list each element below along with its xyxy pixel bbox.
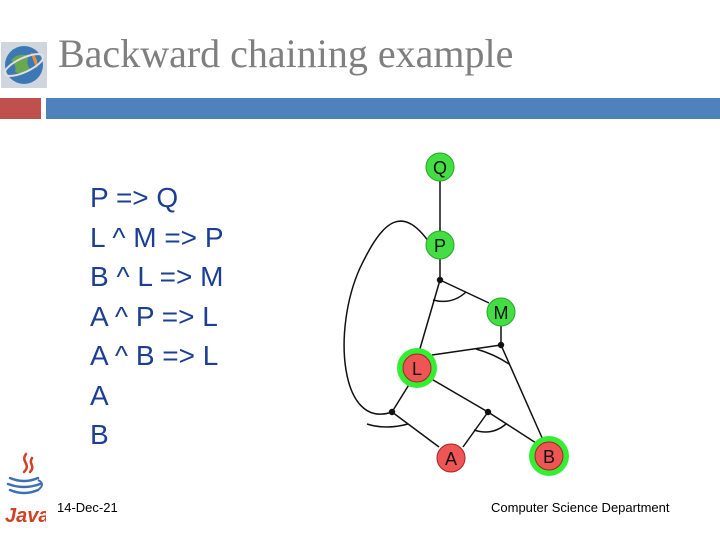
node-a-circle: [436, 443, 466, 473]
node-p-label: P: [434, 236, 446, 256]
and-or-graph: Q P M L A B: [343, 152, 569, 476]
rule-item: L ^ M => P: [90, 221, 224, 253]
edge-a-to-and-l1: [391, 411, 440, 448]
rule-item: B: [90, 419, 109, 450]
node-b-label: B: [543, 447, 555, 467]
graph-edges: [343, 180, 544, 448]
rule-item: A: [90, 379, 109, 411]
edge-l-to-and-m: [431, 344, 502, 356]
node-q: Q: [425, 152, 455, 182]
and-junction: [484, 408, 492, 416]
title-accent-bar-blue: [46, 98, 720, 119]
and-arc-m: [475, 348, 510, 365]
and-junction: [388, 408, 396, 416]
edge-l-to-and-p: [418, 279, 441, 353]
globe-logo-icon: [1, 42, 47, 88]
rule-item: B ^ L => M: [90, 261, 224, 292]
footer-date: 14-Dec-21: [57, 500, 118, 515]
rule-list: P => Q L ^ M => P B ^ L => M A ^ P => L …: [90, 178, 224, 455]
rule-item: P => Q: [90, 182, 179, 213]
node-m-circle: [486, 297, 516, 327]
node-l-circle: [402, 353, 432, 383]
node-m-label: M: [494, 303, 509, 323]
and-arc-l1: [366, 423, 409, 428]
and-junctions: [388, 276, 505, 416]
edge-p-to-and-l1: [343, 220, 434, 415]
java-logo-text: Java: [5, 505, 46, 527]
rule-item: A ^ B => L: [90, 340, 219, 371]
node-q-label: Q: [433, 158, 447, 178]
and-arc-p: [432, 291, 467, 303]
node-l: L: [397, 348, 437, 388]
edge-b-to-and-l2: [487, 411, 537, 444]
and-arc-l2: [473, 423, 507, 433]
node-m: M: [486, 297, 516, 327]
node-p: P: [425, 230, 455, 260]
java-logo-icon: Java: [5, 452, 46, 527]
edge-and-l2: [427, 376, 489, 413]
edge-a-to-and-l2: [462, 411, 489, 448]
title-accent-bar-red: [0, 98, 41, 119]
footer-department: Computer Science Department: [491, 500, 670, 515]
node-a-label: A: [445, 449, 457, 469]
node-p-circle: [425, 230, 455, 260]
node-l-label: L: [412, 359, 422, 379]
node-a: A: [436, 443, 466, 473]
and-junction: [436, 276, 444, 284]
graph-nodes: Q P M L A B: [397, 152, 569, 476]
rule-item: A ^ P => L: [90, 300, 218, 332]
node-b: B: [529, 436, 569, 476]
edge-m-to-and-p: [439, 279, 490, 304]
node-q-circle: [425, 152, 455, 182]
slide-title: Backward chaining example: [58, 31, 514, 76]
node-b-circle: [534, 441, 564, 471]
edge-b-to-and-m: [500, 344, 544, 441]
and-junction: [497, 341, 505, 349]
edge-and-l1: [391, 382, 411, 413]
